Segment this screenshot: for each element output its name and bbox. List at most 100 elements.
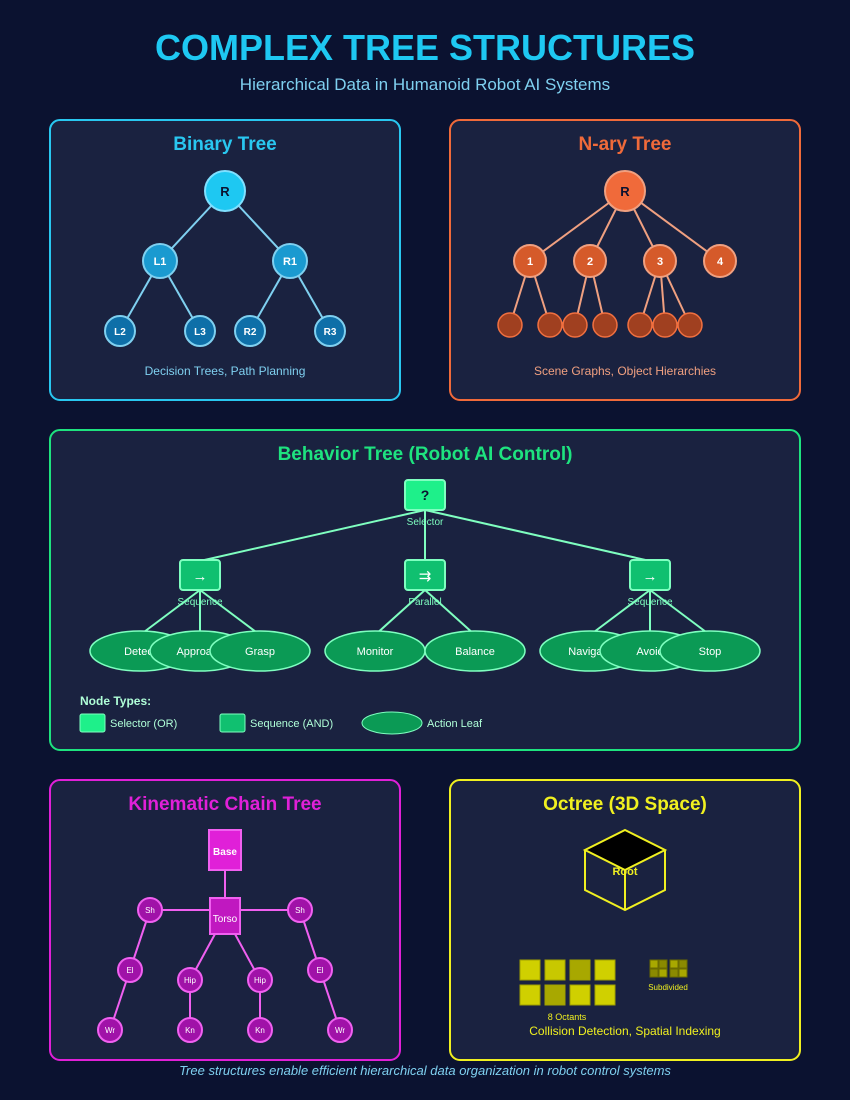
svg-text:El: El (126, 966, 133, 975)
svg-text:→: → (643, 568, 658, 585)
page-subtitle: Hierarchical Data in Humanoid Robot AI S… (240, 75, 610, 94)
binary-tree-title: Binary Tree (173, 134, 277, 155)
parallel-node-label: Parallel (408, 597, 441, 608)
nary-tree-panel: N-ary Tree R 1 2 3 (449, 119, 801, 401)
behavior-tree-edges (139, 509, 711, 636)
svg-text:Sh: Sh (295, 906, 305, 915)
svg-text:R3: R3 (324, 327, 337, 338)
svg-text:Sh: Sh (145, 906, 155, 915)
kinematic-torso: Torso (209, 897, 241, 935)
nary-root-node: R (604, 170, 646, 212)
legend-selector-swatch (79, 713, 106, 733)
binary-node-l1: L1 (142, 243, 178, 279)
octree-title: Octree (3D Space) (543, 794, 707, 815)
selector-node-label: Selector (407, 517, 444, 528)
svg-text:Wr: Wr (105, 1026, 115, 1035)
sequence-node-left: → Sequence (177, 559, 223, 608)
svg-text:L2: L2 (114, 327, 126, 338)
svg-text:Balance: Balance (455, 646, 495, 658)
svg-text:Wr: Wr (335, 1026, 345, 1035)
behavior-tree-panel: Behavior Tree (Robot AI Control) ? Selec… (49, 429, 801, 751)
svg-text:?: ? (421, 487, 430, 503)
svg-text:Hip: Hip (254, 976, 267, 985)
svg-text:R: R (220, 184, 230, 199)
legend-action-label: Action Leaf (427, 718, 483, 730)
octree-root-cube: Root (582, 828, 668, 912)
svg-text:Grasp: Grasp (245, 646, 275, 658)
nary-tree-caption: Scene Graphs, Object Hierarchies (534, 364, 716, 378)
nary-node-1: 1 (513, 244, 547, 278)
kinematic-hip-left: Hip (177, 967, 203, 993)
kinematic-wrist-right: Wr (327, 1017, 353, 1043)
svg-text:R: R (620, 184, 630, 199)
svg-text:Stop: Stop (699, 646, 722, 658)
svg-text:Monitor: Monitor (357, 646, 394, 658)
kinematic-shoulder-left: Sh (137, 897, 163, 923)
sequence-node-left-label: Sequence (177, 597, 222, 608)
svg-text:⇉: ⇉ (419, 568, 432, 585)
octree-caption: Collision Detection, Spatial Indexing (529, 1024, 720, 1038)
svg-text:Kn: Kn (255, 1026, 265, 1035)
binary-node-l2: L2 (104, 315, 136, 347)
octree-root-label: Root (612, 866, 637, 878)
nary-leaf-nodes (497, 312, 703, 338)
svg-text:El: El (316, 966, 323, 975)
nary-tree-title: N-ary Tree (579, 134, 672, 155)
kinematic-knee-left: Kn (177, 1017, 203, 1043)
nary-node-4: 4 (703, 244, 737, 278)
binary-node-l3: L3 (184, 315, 216, 347)
kinematic-knee-right: Kn (247, 1017, 273, 1043)
parallel-node: ⇉ Parallel (404, 559, 446, 608)
leaf-grasp: Grasp (209, 630, 311, 672)
behavior-tree-title: Behavior Tree (Robot AI Control) (278, 444, 573, 465)
svg-text:R1: R1 (283, 256, 297, 268)
svg-text:L3: L3 (194, 327, 206, 338)
legend-selector-label: Selector (OR) (110, 718, 177, 730)
binary-tree-panel: Binary Tree R L1 R1 L2 L3 (49, 119, 401, 401)
binary-node-r1: R1 (272, 243, 308, 279)
binary-tree-caption: Decision Trees, Path Planning (145, 364, 306, 378)
subdivided-label: Subdivided (648, 983, 688, 992)
svg-text:R2: R2 (244, 327, 257, 338)
svg-text:Kn: Kn (185, 1026, 195, 1035)
kinematic-wrist-left: Wr (97, 1017, 123, 1043)
legend-action-swatch (361, 711, 423, 735)
svg-text:2: 2 (587, 256, 593, 268)
svg-text:4: 4 (717, 256, 724, 268)
nary-node-3: 3 (643, 244, 677, 278)
svg-text:Torso: Torso (213, 914, 238, 925)
kinematic-elbow-right: El (307, 957, 333, 983)
nary-node-2: 2 (573, 244, 607, 278)
kinematic-base: Base (208, 829, 242, 871)
octree-panel: Octree (3D Space) Root 8 Octants (449, 779, 801, 1061)
octants-label: 8 Octants (548, 1012, 587, 1022)
kinematic-tree-panel: Kinematic Chain Tree Base Torso Sh (49, 779, 401, 1061)
footer-note: Tree structures enable efficient hierarc… (179, 1063, 671, 1078)
octree-octants: 8 Octants (519, 959, 616, 1022)
svg-text:Base: Base (213, 847, 237, 858)
legend-sequence-swatch (219, 713, 246, 733)
binary-node-r3: R3 (314, 315, 346, 347)
leaf-monitor: Monitor (324, 630, 426, 672)
binary-node-r2: R2 (234, 315, 266, 347)
svg-text:L1: L1 (154, 256, 167, 268)
svg-text:Hip: Hip (184, 976, 197, 985)
svg-text:→: → (193, 568, 208, 585)
page-title: COMPLEX TREE STRUCTURES (155, 27, 695, 68)
behavior-tree-legend: Node Types: Selector (OR) Sequence (AND)… (79, 694, 483, 735)
leaf-stop: Stop (659, 630, 761, 672)
kinematic-hip-right: Hip (247, 967, 273, 993)
legend-title: Node Types: (80, 694, 151, 708)
svg-text:1: 1 (527, 256, 533, 268)
kinematic-tree-title: Kinematic Chain Tree (128, 794, 321, 815)
sequence-node-right-label: Sequence (627, 597, 672, 608)
kinematic-elbow-left: El (117, 957, 143, 983)
sequence-node-right: → Sequence (627, 559, 673, 608)
octree-subdivided: Subdivided (648, 959, 688, 992)
svg-text:Avoid: Avoid (636, 646, 663, 658)
selector-node: ? Selector (404, 479, 446, 528)
svg-text:Detect: Detect (124, 646, 156, 658)
kinematic-shoulder-right: Sh (287, 897, 313, 923)
binary-root-node: R (204, 170, 246, 212)
